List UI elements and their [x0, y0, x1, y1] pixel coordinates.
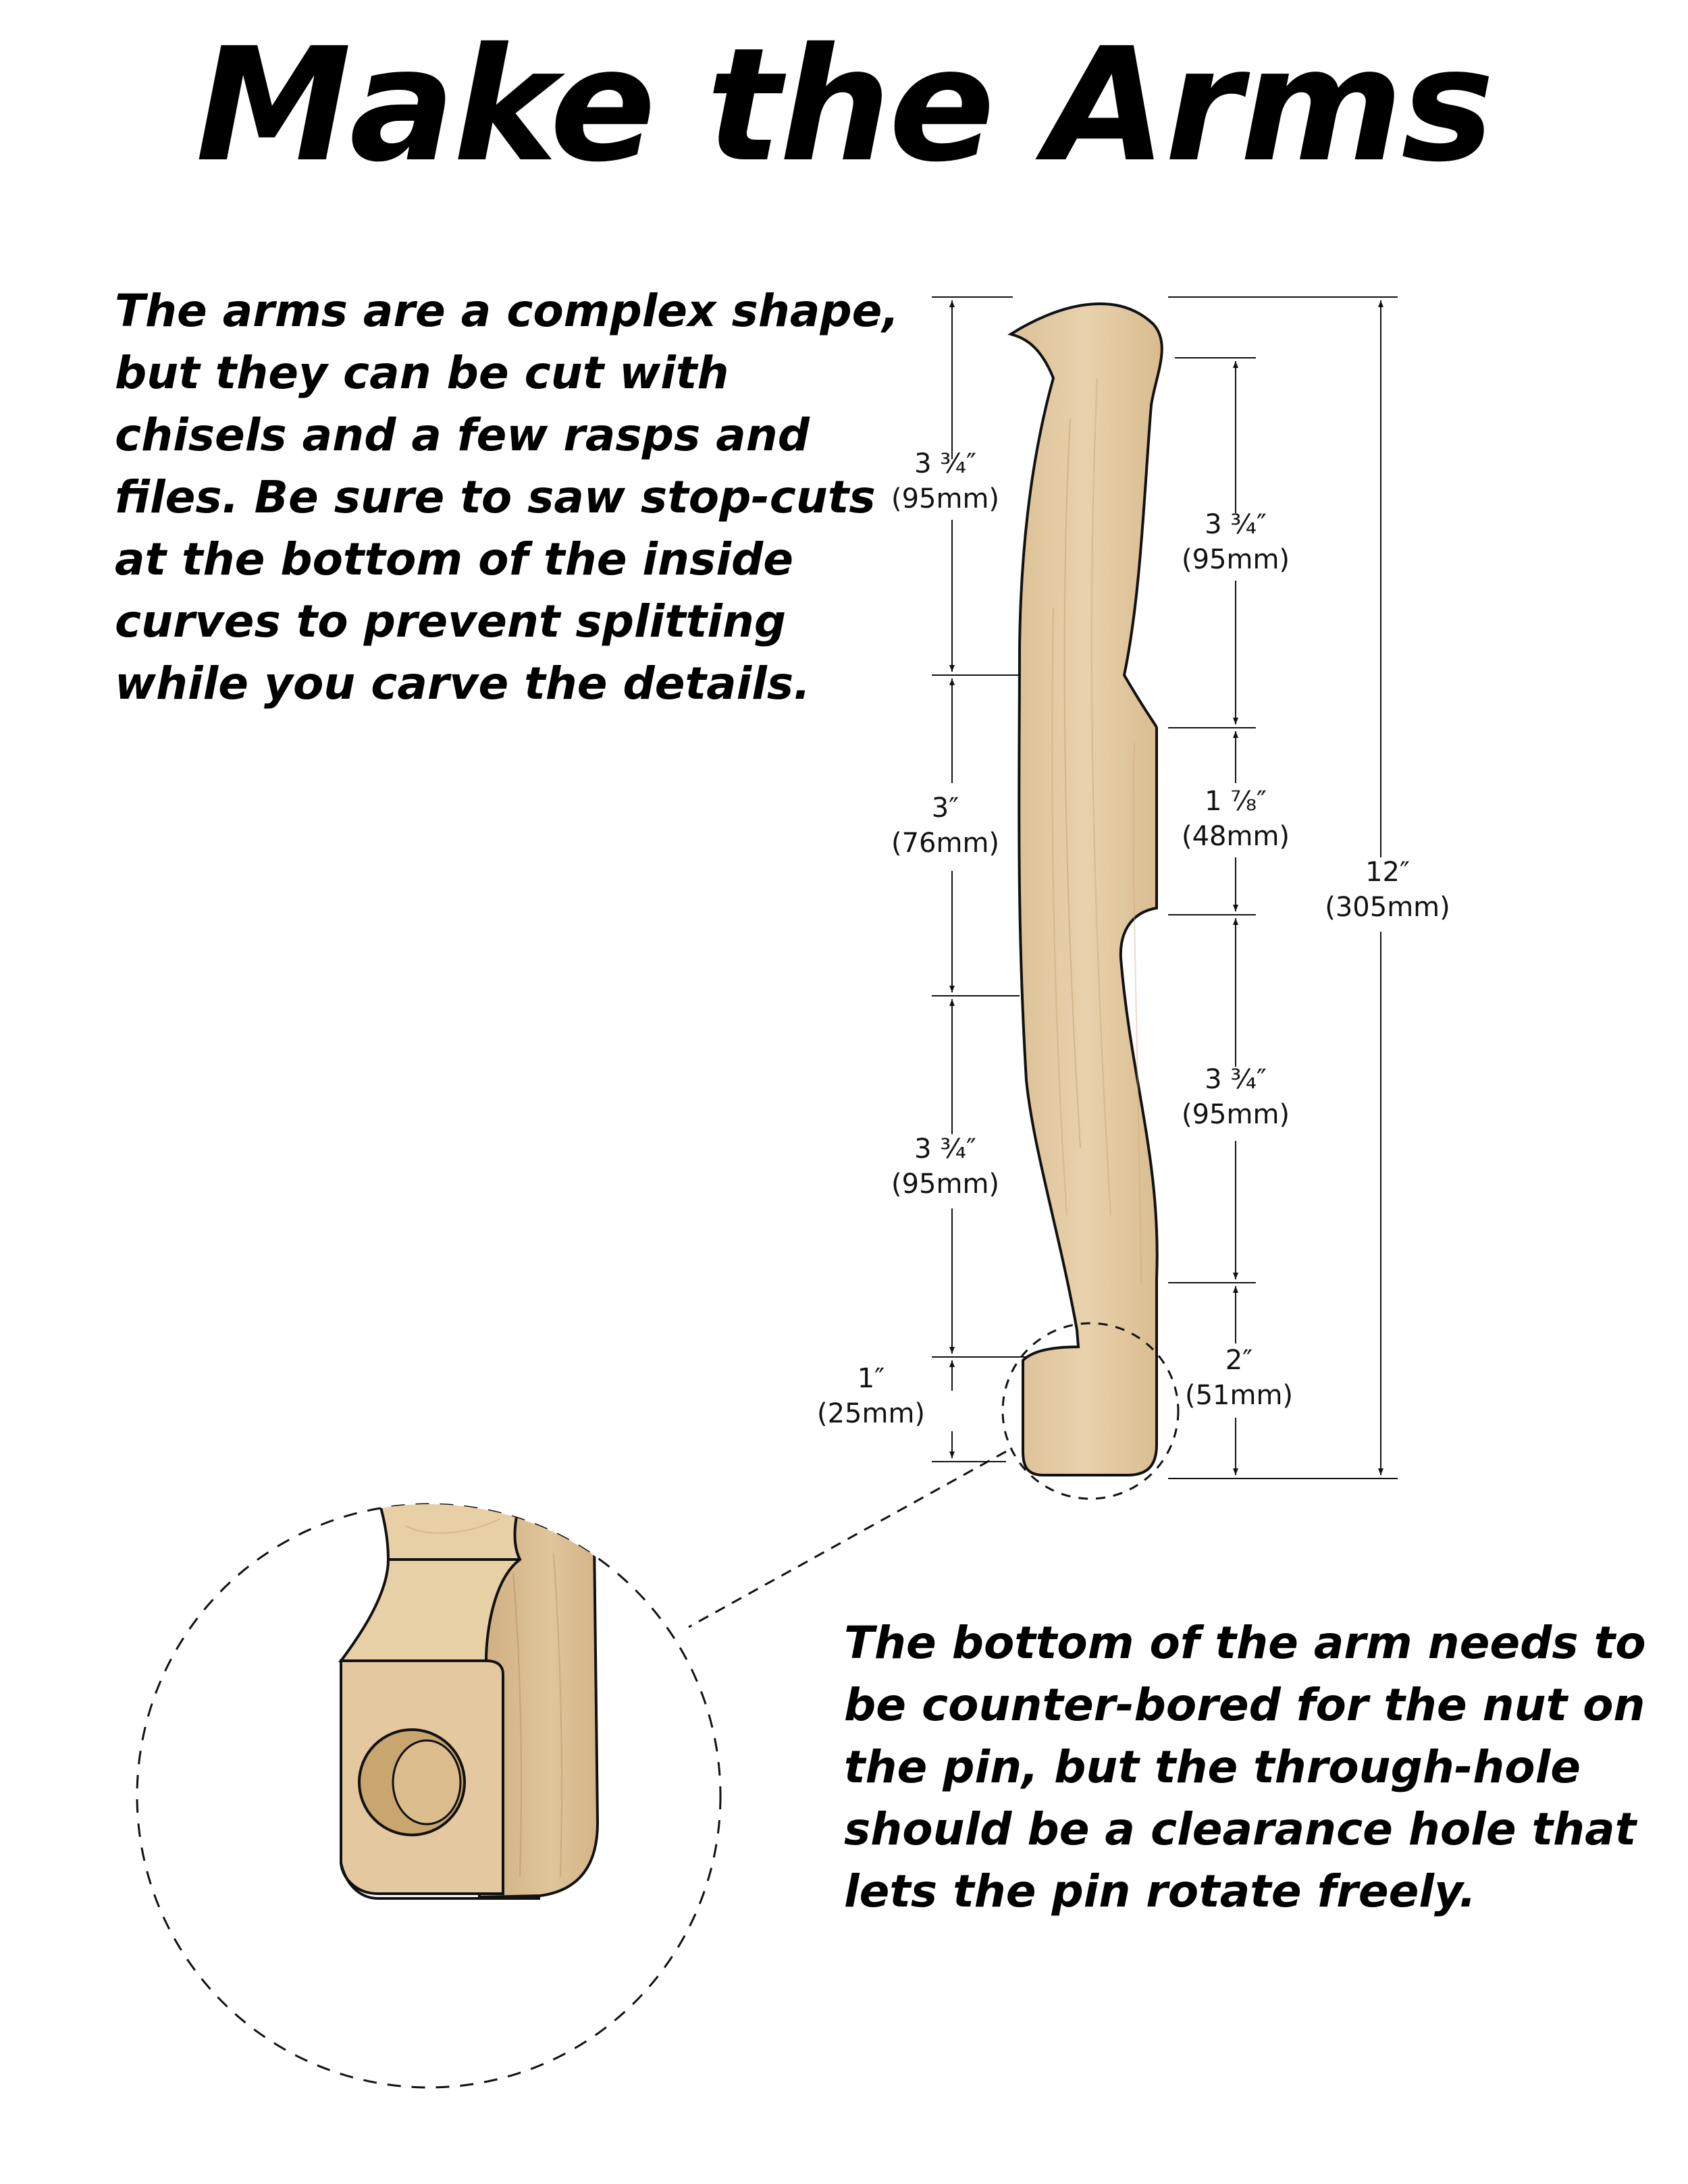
dim-left-foot-metric: (25mm)	[817, 1398, 925, 1429]
outro-line: The bottom of the arm needs to	[844, 1617, 1646, 1669]
outro-line: should be a clearance hole that	[844, 1803, 1637, 1855]
intro-line: chisels and a few rasps and	[115, 409, 810, 461]
intro-line: while you carve the details.	[115, 658, 811, 710]
dim-left-foot-imperial: 1″	[858, 1363, 885, 1394]
outro-line: lets the pin rotate freely.	[844, 1865, 1477, 1917]
dim-right-mid-imperial: 1 ⅞″	[1205, 786, 1267, 817]
intro-line: but they can be cut with	[115, 347, 729, 399]
outro-line: the pin, but the through-hole	[844, 1741, 1581, 1793]
dimension-lines	[688, 296, 1398, 1628]
dim-right-top-metric: (95mm)	[1182, 544, 1290, 575]
intro-paragraph: The arms are a complex shape, but they c…	[115, 280, 899, 715]
dim-left-top-metric: (95mm)	[891, 483, 999, 514]
dim-overall-metric: (305mm)	[1325, 892, 1450, 923]
dim-left-low-metric: (95mm)	[891, 1169, 999, 1200]
page-title: Make the Arms	[195, 14, 1495, 196]
dim-left-mid-imperial: 3″	[932, 793, 959, 824]
outro-paragraph: The bottom of the arm needs to be counte…	[844, 1612, 1646, 1923]
dim-left-top-imperial: 3 ¾″	[914, 448, 976, 479]
dim-right-top-imperial: 3 ¾″	[1205, 509, 1267, 540]
intro-line: files. Be sure to saw stop-cuts	[115, 471, 876, 523]
detail-circle	[1001, 1322, 1180, 1500]
zoom-detail	[136, 1503, 722, 2089]
arm-profile	[1001, 302, 1180, 1500]
dim-right-low-imperial: 3 ¾″	[1205, 1064, 1267, 1095]
dim-overall-imperial: 12″	[1365, 857, 1410, 888]
intro-line: at the bottom of the inside	[115, 533, 793, 585]
outro-line: be counter-bored for the nut on	[844, 1679, 1645, 1731]
dimension-labels: 3 ¾″ (95mm) 3″ (76mm) 3 ¾″ (95mm) 1″ (25…	[817, 448, 1450, 1429]
dim-left-mid-metric: (76mm)	[891, 828, 999, 859]
dim-left-low-imperial: 3 ¾″	[914, 1134, 976, 1165]
intro-line: The arms are a complex shape,	[115, 285, 899, 337]
dim-right-foot-imperial: 2″	[1225, 1345, 1252, 1376]
dim-right-mid-metric: (48mm)	[1182, 821, 1290, 852]
arm-shape	[1007, 302, 1163, 1476]
dim-right-foot-metric: (51mm)	[1185, 1380, 1293, 1411]
intro-line: curves to prevent splitting	[115, 595, 787, 647]
dim-right-low-metric: (95mm)	[1182, 1099, 1290, 1130]
